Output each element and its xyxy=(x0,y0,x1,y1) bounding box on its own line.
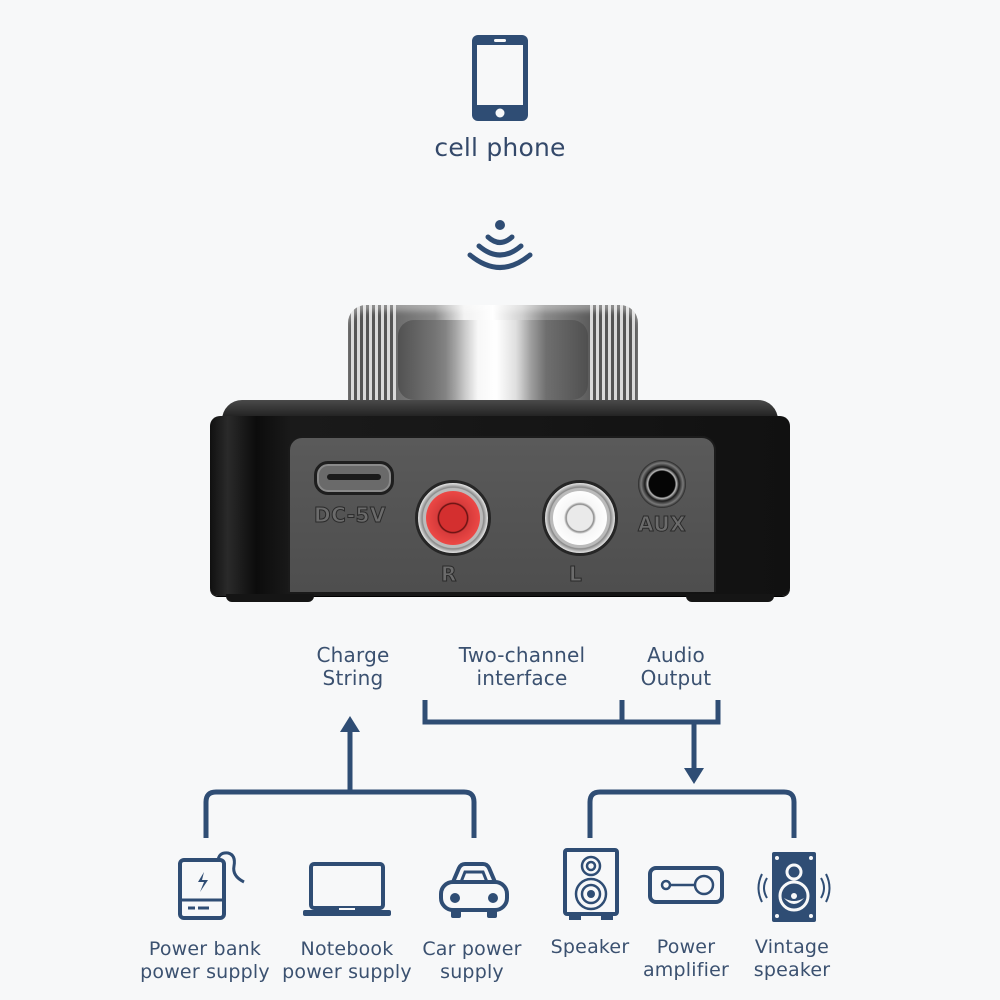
vintage-speaker-label: Vintage speaker xyxy=(742,936,842,982)
car-icon xyxy=(439,862,509,920)
speaker-line1: Speaker xyxy=(550,936,630,958)
vintage-speaker-line1: Vintage xyxy=(754,936,830,958)
car-power-label: Car power supply xyxy=(404,938,540,984)
speaker-icon xyxy=(563,848,619,922)
device-foot-left xyxy=(226,594,314,602)
notebook-label: Notebook power supply xyxy=(272,938,422,984)
power-bank-label: Power bank power supply xyxy=(130,938,280,984)
power-bank-line1: Power bank xyxy=(148,938,262,960)
audio-output-line2: Output xyxy=(640,666,712,690)
volume-knob-highlight xyxy=(398,320,588,400)
vintage-speaker-icon xyxy=(757,850,831,924)
dc-5v-port xyxy=(314,461,394,495)
audio-output-line1: Audio xyxy=(647,643,705,667)
rca-left-label: L xyxy=(568,562,583,587)
laptop-icon xyxy=(303,862,391,918)
charge-line1: Charge xyxy=(316,643,390,667)
rca-left-port xyxy=(542,480,618,556)
vintage-speaker-line2: speaker xyxy=(753,959,831,981)
aux-label: AUX xyxy=(637,512,687,537)
device-top-bevel xyxy=(222,400,778,420)
notebook-line2: power supply xyxy=(282,961,412,983)
car-power-line2: supply xyxy=(440,961,504,983)
power-amplifier-line2: amplifier xyxy=(642,959,730,981)
smartphone-icon xyxy=(472,35,528,121)
speaker-label: Speaker xyxy=(540,936,640,959)
device-foot-right xyxy=(686,594,774,602)
amplifier-icon xyxy=(648,866,724,906)
charge-string-label: Charge String xyxy=(293,644,413,690)
two-channel-line1: Two-channel xyxy=(458,643,586,667)
power-amplifier-line1: Power xyxy=(656,936,716,958)
car-power-line1: Car power xyxy=(422,938,522,960)
power-bank-line2: power supply xyxy=(140,961,270,983)
power-amplifier-label: Power amplifier xyxy=(636,936,736,982)
aux-port xyxy=(638,460,686,508)
wireless-signal-icon xyxy=(466,218,534,274)
rca-right-label: R xyxy=(441,562,457,587)
two-channel-interface-label: Two-channel interface xyxy=(440,644,604,690)
notebook-line1: Notebook xyxy=(300,938,394,960)
dc-5v-label: DC-5V xyxy=(314,503,386,528)
two-channel-line2: interface xyxy=(476,666,568,690)
charge-line2: String xyxy=(322,666,384,690)
cell-phone-label: cell phone xyxy=(434,133,566,162)
rca-right-port xyxy=(415,480,491,556)
audio-output-label: Audio Output xyxy=(616,644,736,690)
power-bank-icon xyxy=(178,850,248,922)
